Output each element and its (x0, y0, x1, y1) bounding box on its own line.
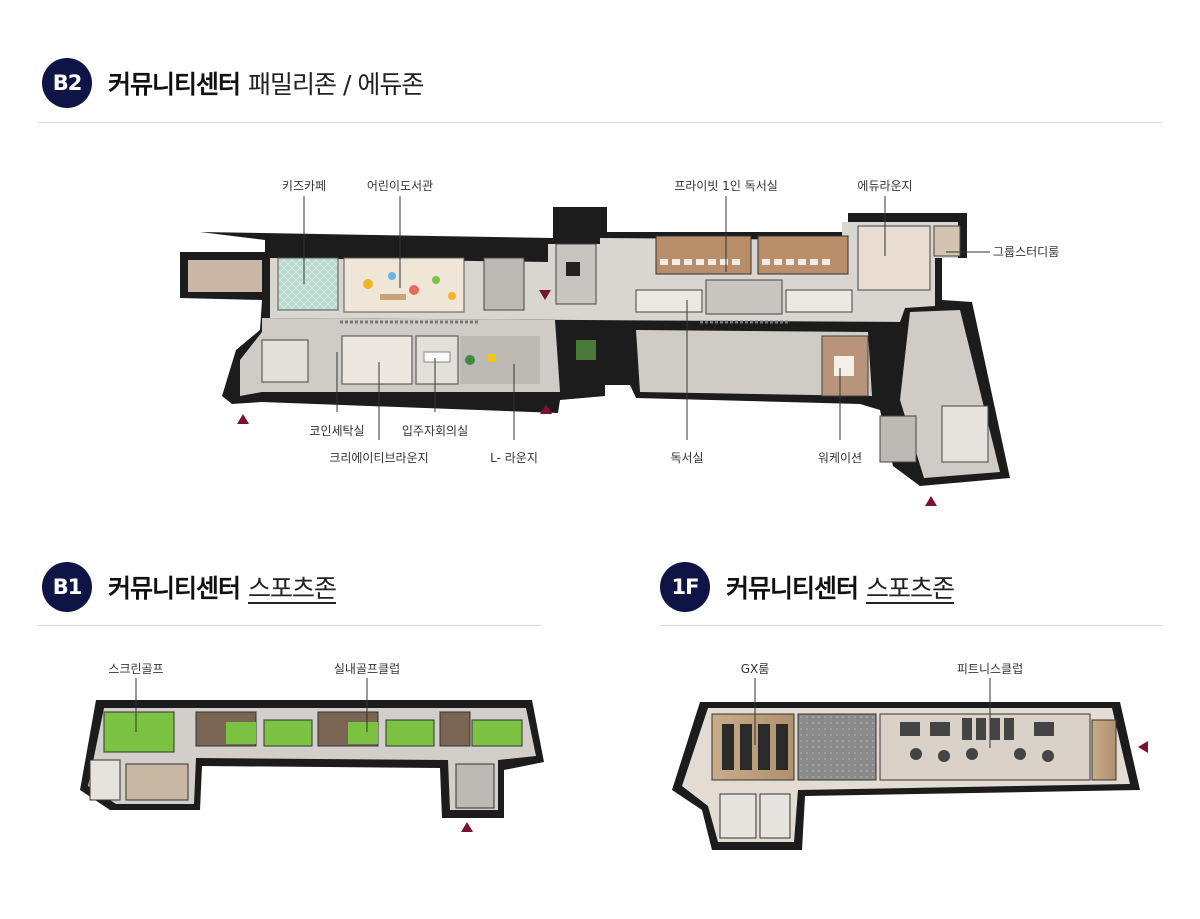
label-resident-meeting: 입주자회의실 (401, 424, 469, 438)
b2-floor-plan (180, 207, 1010, 486)
label-kids-library: 어린이도서관 (366, 179, 434, 193)
label-screen-golf: 스크린골프 (108, 662, 164, 676)
b2-reading-room (635, 279, 853, 315)
b2-coin-laundry-room (261, 339, 309, 383)
f1-fitness-equipment (900, 718, 1054, 762)
label-coin-laundry: 코인세탁실 (309, 424, 365, 438)
b1-leader-lines (135, 678, 368, 732)
f1-restroom-right (759, 793, 791, 839)
b2-lower-right-wing (636, 330, 872, 396)
f1-leader-lines (754, 678, 991, 748)
f1-gx-mats (722, 724, 788, 770)
f1-divider (660, 625, 1162, 626)
b2-leader-lines (303, 196, 990, 440)
b2-stairs (879, 415, 917, 463)
b2-title: 커뮤니티센터 (108, 70, 241, 99)
b1-title: 커뮤니티센터 (108, 574, 241, 603)
f1-lounge-strip (1091, 719, 1117, 781)
b2-storage-room (188, 260, 262, 292)
b1-golf-bays (195, 711, 523, 747)
b1-lounge (125, 763, 189, 801)
label-creative-lounge: 크리에이티브라운지 (329, 451, 429, 465)
label-l-lounge: L- 라운지 (490, 451, 538, 465)
label-wakation: 워케이션 (817, 451, 863, 465)
b2-kids-cafe-room (277, 257, 339, 311)
b2-edu-lounge-room (857, 225, 931, 291)
b2-library-furniture (363, 272, 456, 300)
b1-floor-badge: B1 (42, 562, 92, 612)
label-group-study: 그룹스터디룸 (993, 245, 1060, 259)
label-fitness-club: 피트니스클럽 (956, 662, 1024, 676)
b2-restrooms (941, 405, 989, 463)
b2-resident-meeting-room (415, 335, 459, 385)
label-kids-cafe: 키즈카페 (281, 179, 327, 193)
b2-floor-badge: B2 (42, 58, 92, 108)
f1-free-weight-area (797, 713, 877, 781)
b2-divider (38, 122, 1162, 123)
f1-title: 커뮤니티센터 (726, 574, 859, 603)
f1-restroom-left (719, 793, 757, 839)
f1-entrance-arrow (1138, 741, 1148, 753)
b2-subtitle: 패밀리존 / 에듀존 (248, 70, 424, 99)
f1-subtitle: 스포츠존 (866, 574, 955, 603)
b1-screen-golf-room (103, 711, 175, 753)
b2-core-block (483, 257, 525, 311)
b2-kids-library-room (343, 257, 465, 313)
b1-floor-plan (80, 700, 544, 818)
b1-entrance-arrow (461, 822, 473, 832)
b1-subtitle: 스포츠존 (248, 574, 337, 603)
b2-group-study-room (933, 225, 961, 257)
label-gx-room: GX룸 (740, 662, 770, 676)
label-private-study: 프라이빗 1인 독서실 (674, 179, 778, 193)
b2-creative-lounge-room (341, 335, 413, 385)
f1-floor-badge: 1F (660, 562, 710, 612)
b2-private-study-rooms (655, 235, 849, 275)
b2-entrance-arrows (237, 290, 937, 506)
b1-restroom (89, 759, 121, 801)
label-reading-room: 독서실 (670, 451, 704, 465)
label-indoor-golf: 실내골프클럽 (333, 662, 401, 676)
b1-stairs (455, 763, 495, 809)
b1-divider (38, 625, 541, 626)
f1-floor-plan (672, 702, 1140, 850)
label-edu-lounge: 에듀라운지 (857, 179, 913, 193)
